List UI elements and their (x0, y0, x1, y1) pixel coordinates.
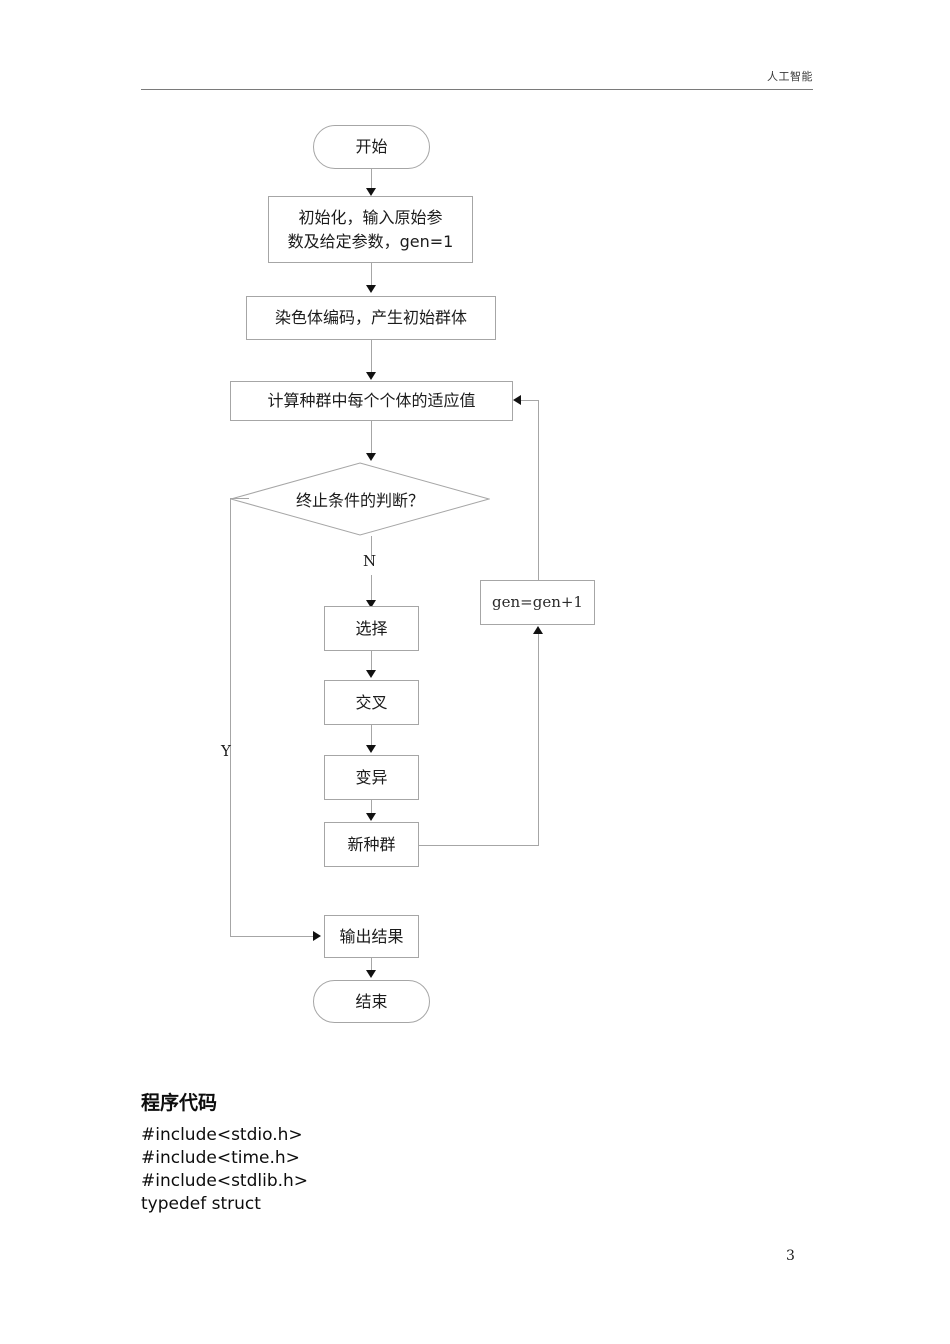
connector-yes-to-output (230, 936, 315, 937)
page-header-title: 人工智能 (767, 70, 813, 83)
code-section-body: #include<stdio.h> #include<time.h> #incl… (141, 1125, 309, 1214)
arrowhead-output-to-end (366, 970, 376, 978)
connector-mutation-to-newpop (371, 800, 372, 820)
flow-node-init-label: 初始化，输入原始参 数及给定参数，gen=1 (287, 208, 454, 251)
flow-node-selection-label: 选择 (355, 618, 388, 638)
flow-node-crossover: 交叉 (324, 680, 419, 725)
flow-node-encode-label: 染色体编码，产生初始群体 (274, 308, 467, 328)
flow-node-mutation-label: 变异 (355, 767, 388, 787)
connector-encode-to-fitness (371, 340, 372, 374)
flow-node-end: 结束 (313, 980, 430, 1023)
flow-node-fitness: 计算种群中每个个体的适应值 (230, 381, 513, 421)
flow-node-gen-increment-label: gen=gen+1 (492, 592, 583, 611)
connector-newpop-to-gen-vertical (538, 633, 539, 845)
connector-start-to-init (371, 169, 372, 191)
arrowhead-decision-to-selection (366, 600, 376, 608)
flow-node-gen-increment: gen=gen+1 (480, 580, 595, 625)
connector-decision-no-upper (371, 536, 372, 560)
connector-crossover-to-mutation (371, 725, 372, 747)
flow-node-selection: 选择 (324, 606, 419, 651)
connector-selection-to-crossover (371, 651, 372, 673)
connector-gen-to-fitness-horizontal (521, 400, 538, 401)
flow-node-init: 初始化，输入原始参 数及给定参数，gen=1 (268, 196, 473, 263)
flow-node-new-population: 新种群 (324, 822, 419, 867)
flow-node-mutation: 变异 (324, 755, 419, 800)
code-section-heading: 程序代码 (141, 1092, 218, 1114)
flow-node-crossover-label: 交叉 (355, 692, 388, 712)
connector-decision-no-lower (371, 575, 372, 603)
arrowhead-mutation-to-newpop (366, 813, 376, 821)
arrowhead-crossover-to-mutation (366, 745, 376, 753)
arrowhead-fitness-to-decision (366, 453, 376, 461)
flow-node-end-label: 结束 (355, 991, 388, 1011)
connector-init-to-encode (371, 263, 372, 288)
branch-label-yes: Y (221, 742, 231, 760)
arrowhead-gen-to-fitness (513, 395, 521, 405)
flow-node-new-population-label: 新种群 (347, 834, 396, 854)
connector-decision-yes-vertical (230, 498, 231, 936)
arrowhead-selection-to-crossover (366, 670, 376, 678)
connector-gen-to-fitness-vertical (538, 400, 539, 580)
connector-decision-yes-horizontal (230, 498, 249, 499)
flow-node-start-label: 开始 (355, 137, 388, 157)
connector-output-to-end (371, 958, 372, 974)
page-number: 3 (786, 1248, 795, 1264)
flow-node-encode: 染色体编码，产生初始群体 (246, 296, 496, 340)
connector-newpop-to-gen-horizontal (419, 845, 539, 846)
branch-label-no: N (363, 552, 377, 570)
header-divider (141, 89, 813, 90)
arrowhead-encode-to-fitness (366, 372, 376, 380)
arrowhead-init-to-encode (366, 285, 376, 293)
arrowhead-start-to-init (366, 188, 376, 196)
decision-diamond-shape (230, 462, 490, 536)
flow-node-decision-label: 终止条件的判断？ (295, 491, 424, 510)
flow-node-decision: 终止条件的判断？ (230, 462, 490, 536)
flow-node-start: 开始 (313, 125, 430, 169)
arrowhead-yes-to-output (313, 931, 321, 941)
arrowhead-newpop-to-gen (533, 626, 543, 634)
flow-node-fitness-label: 计算种群中每个个体的适应值 (267, 391, 476, 411)
flow-node-output-label: 输出结果 (339, 926, 404, 946)
flow-node-output: 输出结果 (324, 915, 419, 958)
connector-fitness-to-decision (371, 421, 372, 455)
